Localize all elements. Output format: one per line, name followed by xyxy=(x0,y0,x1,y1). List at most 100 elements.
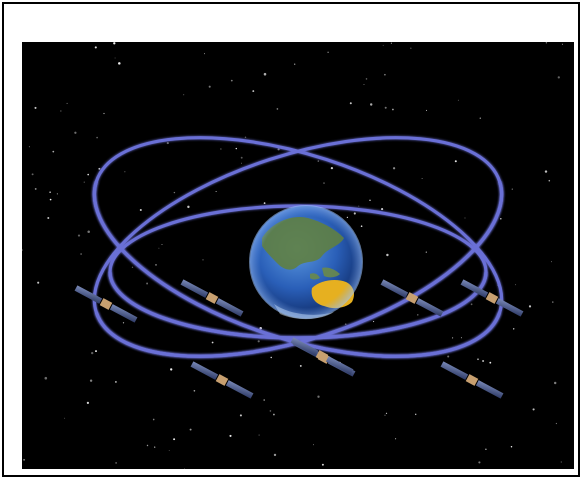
star xyxy=(551,261,553,263)
satellite-body xyxy=(315,350,329,362)
image-frame xyxy=(2,2,580,477)
star xyxy=(317,160,320,162)
star xyxy=(183,94,185,96)
star xyxy=(146,444,149,447)
star xyxy=(96,136,98,139)
star xyxy=(276,108,279,110)
satellite-body xyxy=(215,374,229,386)
star xyxy=(155,263,157,266)
star xyxy=(211,341,214,344)
star xyxy=(52,150,55,153)
satellite xyxy=(74,285,138,323)
star xyxy=(189,428,192,431)
star xyxy=(89,379,93,382)
star xyxy=(482,359,485,363)
star xyxy=(91,351,94,355)
star xyxy=(360,225,363,228)
solar-panel xyxy=(74,285,103,304)
star xyxy=(460,337,462,339)
star xyxy=(353,212,356,215)
star xyxy=(384,73,386,76)
star xyxy=(392,167,396,170)
star xyxy=(235,147,237,150)
star xyxy=(244,136,247,139)
star xyxy=(464,217,466,219)
satellite-body xyxy=(99,298,113,310)
star xyxy=(392,108,394,111)
solar-panel xyxy=(440,361,469,380)
star xyxy=(358,205,360,207)
star xyxy=(34,106,37,109)
star xyxy=(204,53,205,55)
star xyxy=(239,414,242,417)
satellite xyxy=(180,279,244,317)
star xyxy=(489,361,492,364)
star xyxy=(152,418,155,421)
star xyxy=(94,46,97,49)
star xyxy=(510,446,513,448)
star xyxy=(80,253,82,255)
star xyxy=(77,234,81,237)
star xyxy=(49,191,51,193)
star xyxy=(384,106,387,109)
star xyxy=(118,62,121,65)
star xyxy=(272,413,275,416)
star xyxy=(330,166,334,170)
star xyxy=(382,44,384,46)
orbit-ring-front-arc xyxy=(92,180,502,358)
solar-panel xyxy=(495,298,524,317)
star xyxy=(384,414,386,416)
orbit-ring-front-arc xyxy=(108,271,488,340)
star xyxy=(166,142,169,145)
satellite-body xyxy=(405,292,419,304)
star xyxy=(161,244,163,245)
star xyxy=(270,356,272,359)
star xyxy=(154,446,156,448)
star xyxy=(230,79,233,82)
solar-panel xyxy=(460,279,489,298)
star xyxy=(252,90,255,93)
star xyxy=(544,170,548,173)
star xyxy=(202,259,204,261)
satellite xyxy=(380,279,444,317)
star xyxy=(241,162,242,164)
star xyxy=(390,42,392,44)
star xyxy=(470,303,473,306)
star xyxy=(66,102,68,104)
star xyxy=(23,458,26,461)
star xyxy=(452,337,454,339)
star xyxy=(561,43,563,45)
solar-panel xyxy=(475,380,504,399)
solar-panel xyxy=(325,356,354,375)
satellite-body xyxy=(485,292,499,304)
star xyxy=(229,434,232,437)
space-scene xyxy=(22,42,574,469)
star xyxy=(187,205,190,209)
star xyxy=(47,216,50,220)
satellites xyxy=(74,279,524,399)
star xyxy=(263,399,266,401)
star xyxy=(22,249,23,251)
star xyxy=(173,438,176,441)
star xyxy=(31,173,34,176)
star xyxy=(64,417,66,419)
star xyxy=(532,408,535,411)
star xyxy=(321,463,324,466)
solar-panel xyxy=(290,337,319,356)
star xyxy=(410,47,412,49)
star xyxy=(477,358,479,361)
star xyxy=(317,395,320,398)
star xyxy=(385,412,388,414)
star xyxy=(417,314,419,316)
star xyxy=(240,156,243,159)
star xyxy=(485,448,487,451)
star xyxy=(60,110,62,112)
star xyxy=(208,85,211,88)
star xyxy=(184,467,185,469)
star xyxy=(273,453,277,457)
star xyxy=(555,422,558,425)
solar-panel xyxy=(190,361,219,380)
star xyxy=(395,438,397,440)
star xyxy=(425,109,428,111)
star xyxy=(37,281,40,284)
